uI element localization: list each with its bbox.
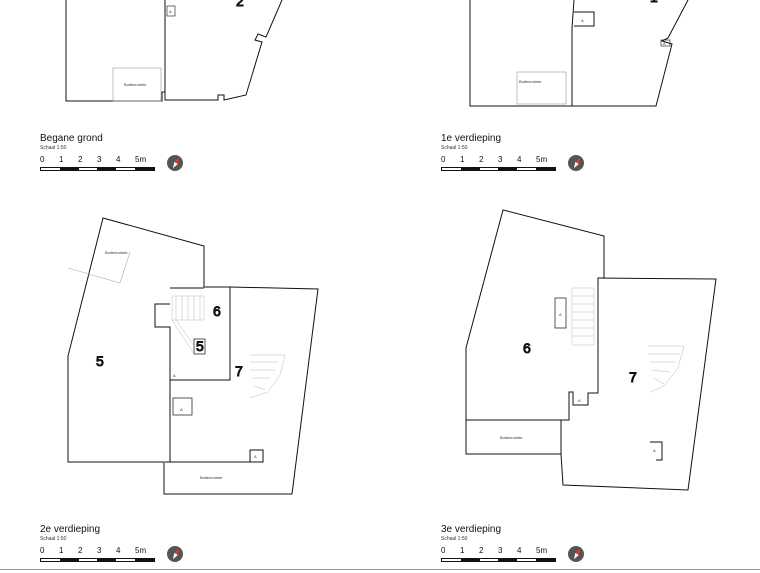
compass-icon <box>167 155 183 171</box>
marker-a: A <box>169 9 172 14</box>
plan-3e-verdieping: 6 7 Buitenruimte A A A <box>465 209 717 491</box>
scale-bar <box>441 558 556 562</box>
scale-bar <box>441 167 556 171</box>
room-number: 6 <box>213 303 221 319</box>
floor-title: Begane grond <box>40 133 103 144</box>
outdoor-label: Buitenruimte <box>200 475 223 480</box>
marker-a: A <box>180 407 183 412</box>
tick: 1 <box>59 546 64 555</box>
tick: 4 <box>517 546 522 555</box>
tick: 4 <box>116 546 121 555</box>
marker-a: A <box>173 373 176 378</box>
outdoor-label: Buitenruimte <box>124 82 147 87</box>
outdoor-label: Buitenruimte <box>519 79 542 84</box>
tick: 4 <box>116 155 121 164</box>
tick: 2 <box>479 546 484 555</box>
legend-begane-grond: Begane grond Schaal 1:50 0 1 2 3 4 5m <box>40 133 210 171</box>
room-number: 7 <box>629 369 637 385</box>
tick: 0 <box>40 155 45 164</box>
scale-label: Schaal 1:50 <box>40 536 67 542</box>
tick: 0 <box>40 546 45 555</box>
marker-a: A <box>559 312 562 317</box>
floor-title: 1e verdieping <box>441 133 502 144</box>
tick: 3 <box>498 155 503 164</box>
room-number: 2 <box>236 0 244 9</box>
scale-label: Schaal 1:50 <box>441 536 468 542</box>
outdoor-label: Buitenruimte <box>500 435 523 440</box>
compass-icon <box>568 155 584 171</box>
scale-ticks: 0 1 2 3 4 5m <box>441 546 611 557</box>
scale-ticks: 0 1 2 3 4 5m <box>40 155 210 166</box>
tick: 5m <box>536 155 548 164</box>
tick: 4 <box>517 155 522 164</box>
compass-icon <box>167 546 183 562</box>
room-number: 1 <box>650 0 658 5</box>
tick: 3 <box>498 546 503 555</box>
scale-bar <box>40 558 155 562</box>
tick: 5m <box>536 546 548 555</box>
scale-label: Schaal 1:50 <box>40 145 67 151</box>
marker-a: A <box>663 41 666 46</box>
legend-3e-verdieping: 3e verdieping Schaal 1:50 0 1 2 3 4 5m <box>441 524 611 562</box>
room-number: 5 <box>196 338 204 354</box>
scale-ticks: 0 1 2 3 4 5m <box>441 155 611 166</box>
plan-2e-verdieping: 5 6 5 7 Buitenruimte Buitenruimte A A A <box>67 217 319 495</box>
plan-1e-verdieping: 1 Buitenruimte A A <box>469 0 689 107</box>
bottom-divider <box>0 569 760 570</box>
scale-ticks: 0 1 2 3 4 5m <box>40 546 210 557</box>
marker-a: A <box>254 454 257 459</box>
legend-1e-verdieping: 1e verdieping Schaal 1:50 0 1 2 3 4 5m <box>441 133 611 171</box>
outdoor-label: Buitenruimte <box>105 250 128 255</box>
tick: 0 <box>441 546 446 555</box>
tick: 2 <box>78 155 83 164</box>
marker-a: A <box>653 448 656 453</box>
room-number: 7 <box>235 363 243 379</box>
tick: 5m <box>135 155 147 164</box>
marker-a: A <box>581 18 584 23</box>
compass-icon <box>568 546 584 562</box>
tick: 0 <box>441 155 446 164</box>
room-number: 5 <box>96 353 104 369</box>
tick: 1 <box>460 155 465 164</box>
tick: 2 <box>78 546 83 555</box>
marker-a: A <box>578 398 581 403</box>
tick: 2 <box>479 155 484 164</box>
floor-title: 2e verdieping <box>40 524 101 535</box>
scale-label: Schaal 1:50 <box>441 145 468 151</box>
plan-begane-grond: 2 Buitenruimte A <box>65 0 283 102</box>
tick: 5m <box>135 546 147 555</box>
floor-title: 3e verdieping <box>441 524 502 535</box>
tick: 1 <box>59 155 64 164</box>
room-number: 6 <box>523 340 531 356</box>
legend-2e-verdieping: 2e verdieping Schaal 1:50 0 1 2 3 4 5m <box>40 524 210 562</box>
tick: 3 <box>97 546 102 555</box>
tick: 3 <box>97 155 102 164</box>
tick: 1 <box>460 546 465 555</box>
scale-bar <box>40 167 155 171</box>
